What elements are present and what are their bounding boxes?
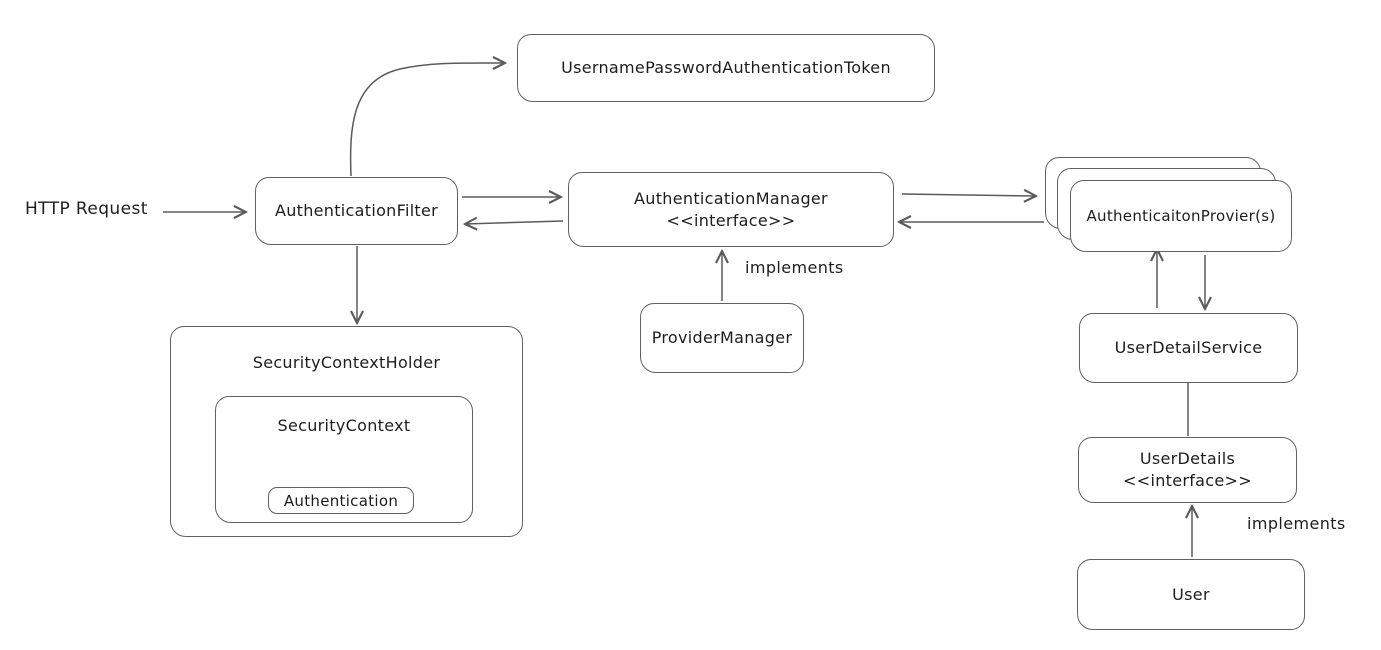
node-label: SecurityContext bbox=[277, 416, 411, 435]
node-authentication-filter: AuthenticationFilter bbox=[255, 177, 458, 245]
node-authentication-provider: AuthenticaitonProvier(s) bbox=[1070, 180, 1292, 252]
node-user-detail-service: UserDetailService bbox=[1079, 313, 1298, 383]
arrow-authentication-manager-to-authentication-provider bbox=[901, 194, 1036, 196]
node-label: AuthenticaitonProvier(s) bbox=[1086, 207, 1276, 225]
node-username-password-authentication-token: UsernamePasswordAuthenticationToken bbox=[517, 34, 935, 102]
implements-label-provider-manager: implements bbox=[745, 258, 844, 277]
arrow-authentication-filter-to-token bbox=[349, 63, 505, 177]
implements-label-user: implements bbox=[1247, 514, 1346, 533]
node-stereotype: <<interface>> bbox=[1123, 471, 1252, 490]
node-label: UserDetails bbox=[1139, 449, 1236, 468]
node-label: UserDetailService bbox=[1114, 338, 1263, 357]
node-label: UsernamePasswordAuthenticationToken bbox=[561, 58, 891, 77]
node-authentication-manager: AuthenticationManager <<interface>> bbox=[568, 172, 894, 247]
http-request-label: HTTP Request bbox=[25, 199, 148, 219]
node-stereotype: <<interface>> bbox=[666, 210, 796, 230]
node-label: Authentication bbox=[283, 491, 399, 510]
node-label: SecurityContextHolder bbox=[252, 353, 441, 372]
node-user-details: UserDetails <<interface>> bbox=[1078, 437, 1297, 503]
node-authentication: Authentication bbox=[268, 487, 414, 514]
arrow-authentication-manager-to-authentication-filter bbox=[465, 221, 564, 224]
node-label: ProviderManager bbox=[651, 328, 793, 347]
node-provider-manager: ProviderManager bbox=[640, 303, 804, 373]
node-label: User bbox=[1172, 584, 1210, 604]
node-label: AuthenticationManager bbox=[634, 188, 828, 208]
node-user: User bbox=[1077, 559, 1305, 630]
node-label: AuthenticationFilter bbox=[274, 201, 439, 220]
